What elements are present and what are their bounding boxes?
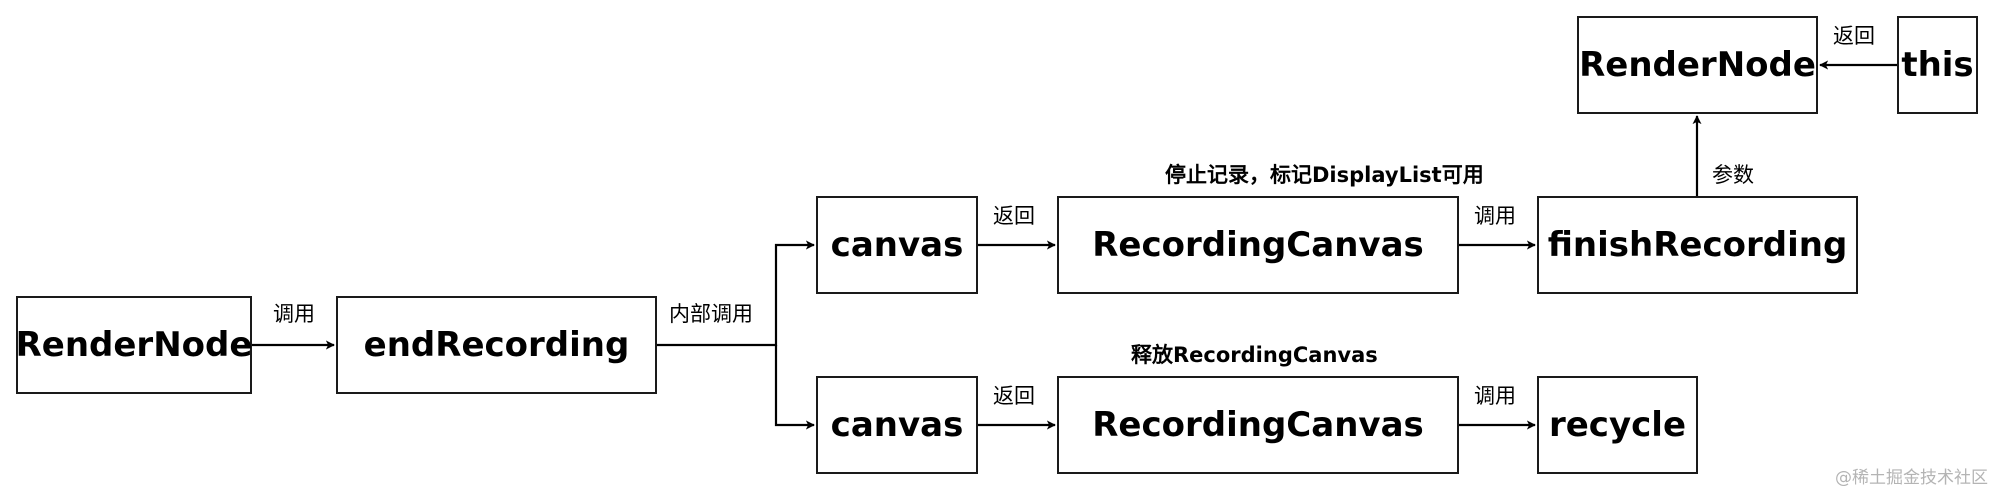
annotation-stop-recording: 停止记录，标记DisplayList可用 [1165,163,1484,187]
recording-canvas-top-box: RecordingCanvas [1057,196,1459,294]
edge-label-param: 参数 [1712,163,1754,187]
edge-label-return-top: 返回 [993,204,1035,228]
edge-label-call-recycle: 调用 [1474,384,1516,408]
edge-label-return-bottom: 返回 [993,384,1035,408]
edge-label-internal-call: 内部调用 [669,302,753,326]
arrow-internal-call-branch-bottom [774,345,815,430]
render-node-start-box: RenderNode [16,296,252,394]
end-recording-box: endRecording [336,296,657,394]
edge-label-call-finish-recording: 调用 [1474,204,1516,228]
finish-recording-box: finishRecording [1537,196,1858,294]
edge-label-return-this: 返回 [1833,24,1875,48]
recycle-box: recycle [1537,376,1698,474]
this-box: this [1897,16,1978,114]
annotation-release-canvas: 释放RecordingCanvas [1131,343,1378,367]
canvas-top-box: canvas [816,196,978,294]
watermark-text: @稀土掘金技术社区 [1835,468,1988,488]
render-node-result-box: RenderNode [1577,16,1818,114]
recording-canvas-bottom-box: RecordingCanvas [1057,376,1459,474]
edge-label-call-end-recording: 调用 [273,302,315,326]
arrow-internal-call-branch [657,240,815,347]
canvas-bottom-box: canvas [816,376,978,474]
